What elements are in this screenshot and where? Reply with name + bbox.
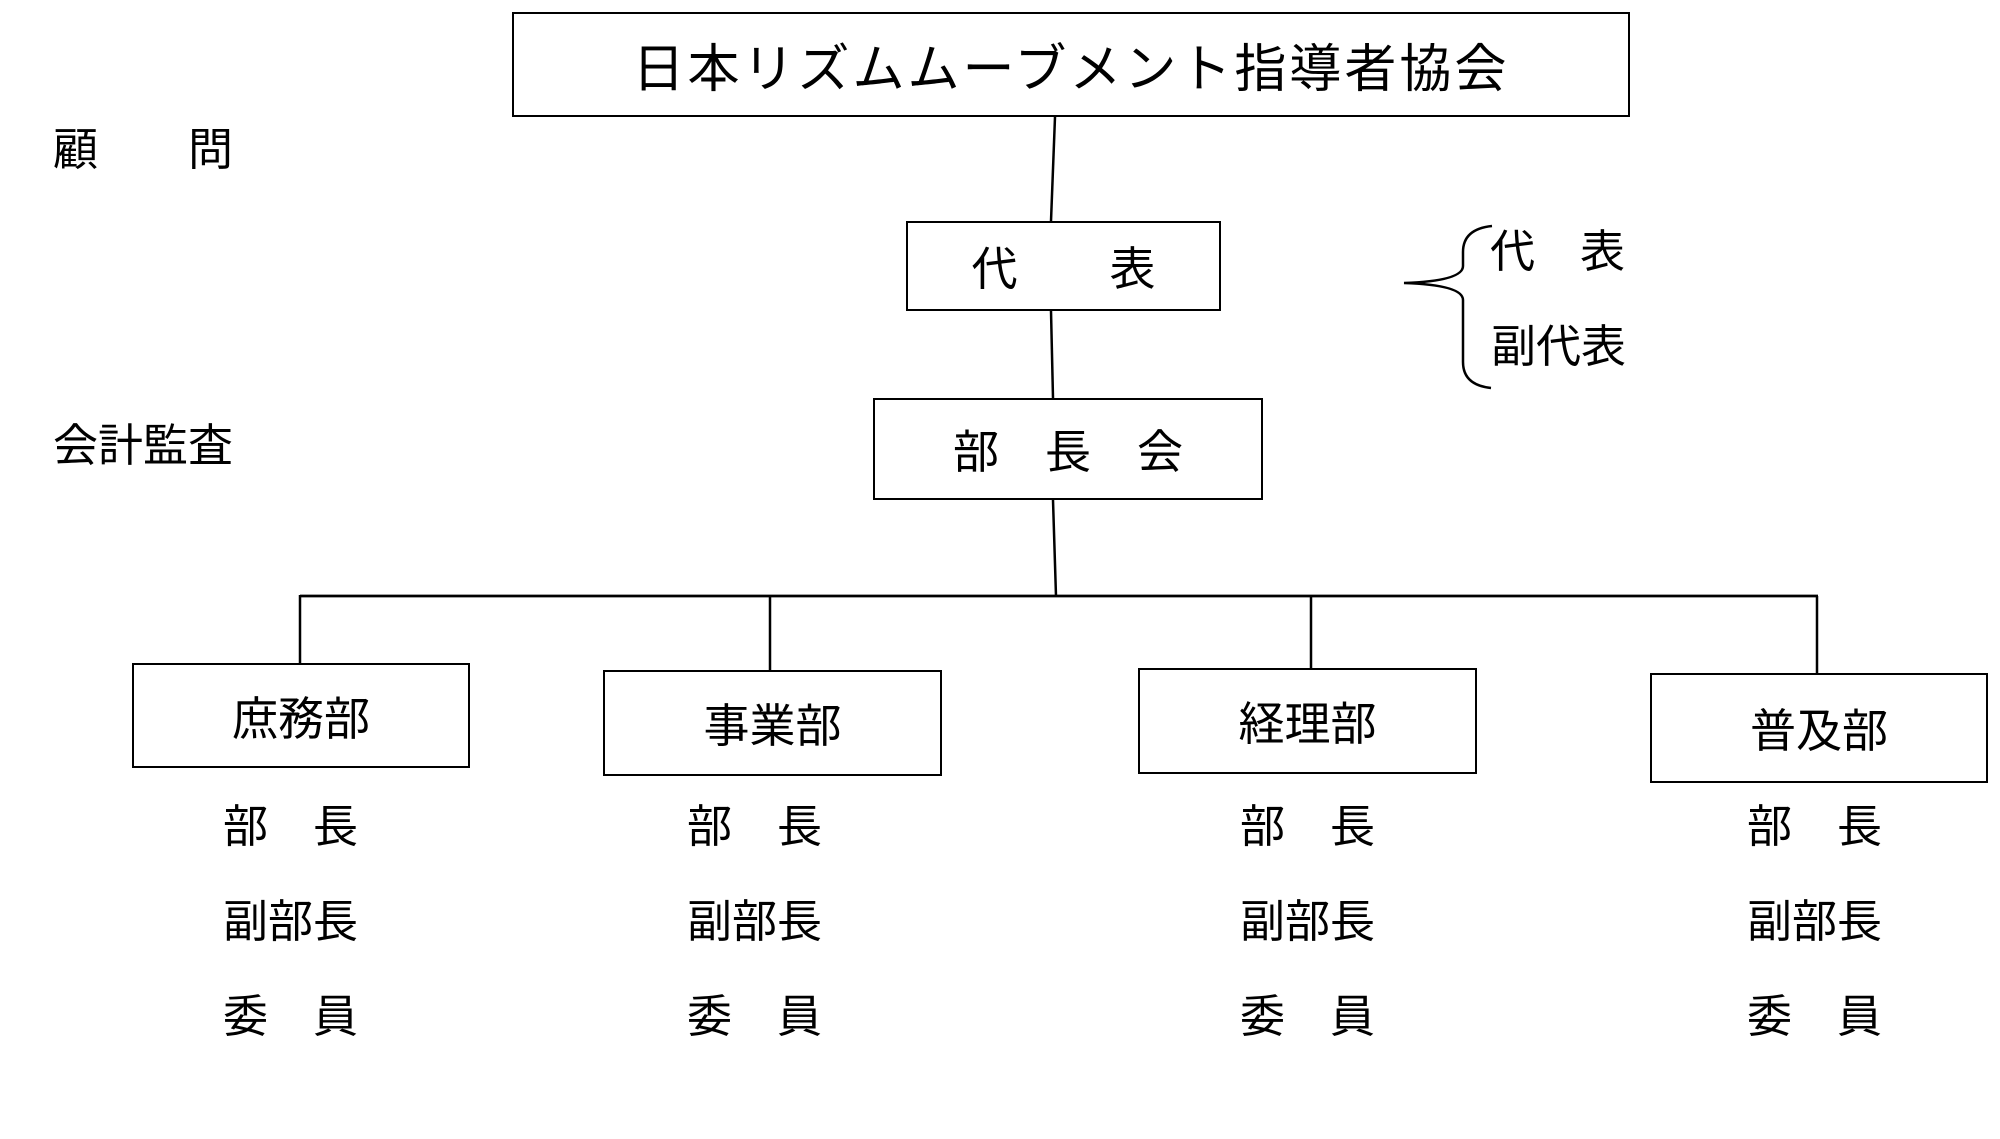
dept4-role-member: 委 員	[1747, 992, 1883, 1042]
dept4-role-chief: 部 長	[1747, 802, 1883, 852]
audit-label: 会計監査	[53, 421, 234, 471]
department-box-jigyo: 事業部	[603, 670, 942, 776]
dept2-role-chief: 部 長	[687, 802, 823, 852]
dept3-role-vice-chief: 副部長	[1240, 897, 1376, 947]
brace-icon	[1403, 224, 1493, 390]
department-box-shomu: 庶務部	[132, 663, 470, 768]
dept3-role-member: 委 員	[1240, 992, 1376, 1042]
dept2-role-member: 委 員	[687, 992, 823, 1042]
dept4-role-vice-chief: 副部長	[1747, 897, 1883, 947]
connector-meeting-to-bar	[1051, 499, 1058, 597]
advisor-label: 顧 問	[53, 125, 234, 175]
representative-box: 代 表	[906, 221, 1221, 311]
org-title-box: 日本リズムムーブメント指導者協会	[512, 12, 1630, 117]
connector-representative-to-meeting	[1049, 310, 1055, 399]
dept3-role-chief: 部 長	[1240, 802, 1376, 852]
dept1-role-vice-chief: 副部長	[223, 897, 359, 947]
brace-vice-representative-label: 副代表	[1491, 322, 1627, 372]
dept1-role-chief: 部 長	[223, 802, 359, 852]
department-box-keiri: 経理部	[1138, 668, 1477, 774]
connector-title-to-representative	[1049, 116, 1057, 222]
chiefs-meeting-box: 部 長 会	[873, 398, 1263, 500]
dept2-role-vice-chief: 副部長	[687, 897, 823, 947]
brace-representative-label: 代 表	[1490, 227, 1626, 277]
department-box-fukyu: 普及部	[1650, 673, 1988, 783]
dept1-role-member: 委 員	[223, 992, 359, 1042]
